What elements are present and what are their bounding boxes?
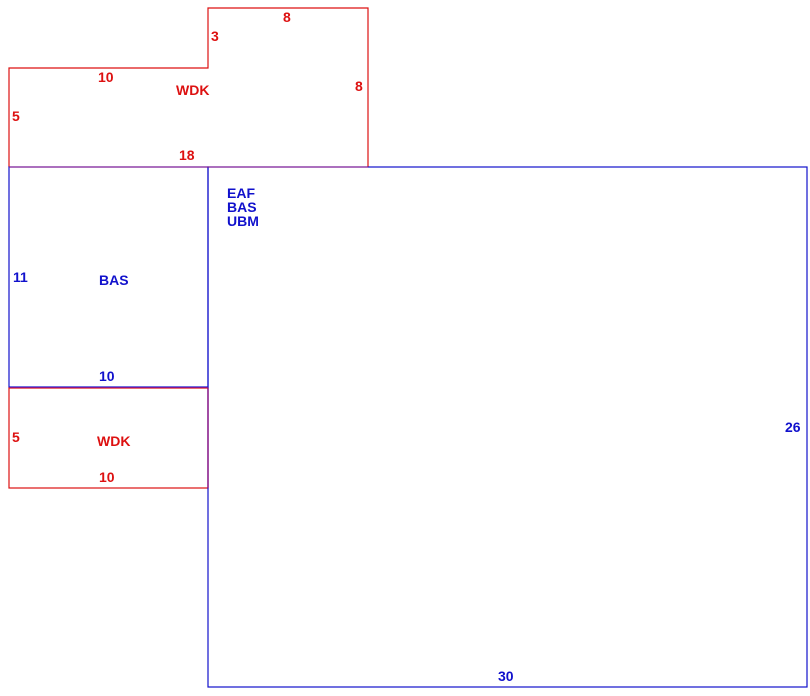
left-bas-label: BAS	[99, 272, 129, 288]
upper-wdk-dim-step: 3	[211, 28, 219, 44]
main-area-dim-right: 26	[785, 419, 801, 435]
upper-wdk-dim-left-top: 10	[98, 69, 114, 85]
left-bas-dim-left: 11	[13, 269, 28, 285]
left-bas-area: BAS 11 10	[8, 166, 209, 388]
upper-wdk-dim-top: 8	[283, 9, 291, 25]
upper-wdk-dim-bottom: 18	[179, 147, 195, 163]
upper-wdk-dim-right: 8	[355, 78, 363, 94]
upper-wdk-label: WDK	[176, 82, 209, 98]
main-area-dim-bottom: 30	[498, 668, 514, 684]
main-area-label-bas: BAS	[227, 199, 257, 215]
lower-wdk-dim-left: 5	[12, 429, 20, 445]
upper-wdk-area: WDK 8 3 10 8 5 18	[8, 7, 369, 167]
main-area-label-ubm: UBM	[227, 213, 259, 229]
lower-wdk-dim-bottom: 10	[99, 469, 115, 485]
main-area-outline	[207, 166, 808, 688]
upper-wdk-dim-left: 5	[12, 108, 20, 124]
lower-wdk-area: WDK 5 10	[8, 387, 209, 489]
main-area: EAF BAS UBM 26 30	[207, 166, 808, 688]
upper-wdk-outline	[8, 7, 369, 167]
lower-wdk-label: WDK	[97, 433, 130, 449]
main-area-label-eaf: EAF	[227, 185, 255, 201]
left-bas-dim-bottom: 10	[99, 368, 115, 384]
